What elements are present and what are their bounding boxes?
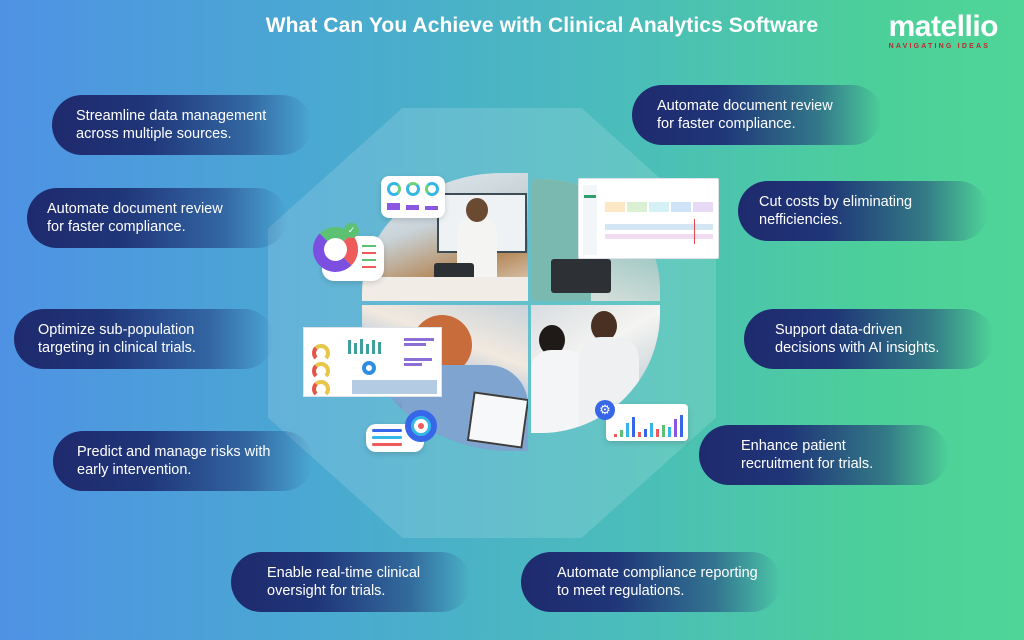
- dashboard-screenshot-timeline: [578, 178, 719, 259]
- benefit-optimize-subpopulation: Optimize sub-population targeting in cli…: [14, 309, 274, 369]
- donut-chart-icon: [313, 227, 358, 272]
- benefit-compliance-reporting: Automate compliance reporting to meet re…: [521, 552, 781, 612]
- benefit-streamline-data: Streamline data management across multip…: [52, 95, 312, 155]
- page-title: What Can You Achieve with Clinical Analy…: [265, 14, 819, 37]
- check-badge-icon: ✓: [344, 223, 359, 238]
- benefit-realtime-oversight: Enable real-time clinical oversight for …: [231, 552, 471, 612]
- benefit-cut-costs: Cut costs by eliminating nefficiencies.: [738, 181, 988, 241]
- settings-gear-icon: ⚙: [595, 400, 615, 420]
- bar-chart-card-icon: [606, 404, 688, 441]
- benefit-predict-manage-risks: Predict and manage risks with early inte…: [53, 431, 313, 491]
- kpi-rings-card-icon: [381, 176, 445, 218]
- benefit-patient-recruitment: Enhance patient recruitment for trials.: [699, 425, 949, 485]
- checklist-line: [362, 259, 376, 261]
- checklist-line: [362, 245, 376, 247]
- benefit-data-driven-decisions: Support data-driven decisions with AI in…: [744, 309, 994, 369]
- checklist-line: [362, 252, 376, 254]
- benefit-automate-document-review-right: Automate document review for faster comp…: [632, 85, 882, 145]
- logo-wordmark: matellio: [888, 10, 999, 43]
- logo-tagline: NAVIGATING IDEAS: [888, 43, 991, 50]
- dashboard-screenshot-gauges: [303, 327, 442, 398]
- target-icon: [405, 410, 437, 442]
- matellio-logo: matellio NAVIGATING IDEAS: [888, 10, 999, 51]
- benefit-automate-document-review-left: Automate document review for faster comp…: [27, 188, 287, 248]
- checklist-line: [362, 266, 376, 268]
